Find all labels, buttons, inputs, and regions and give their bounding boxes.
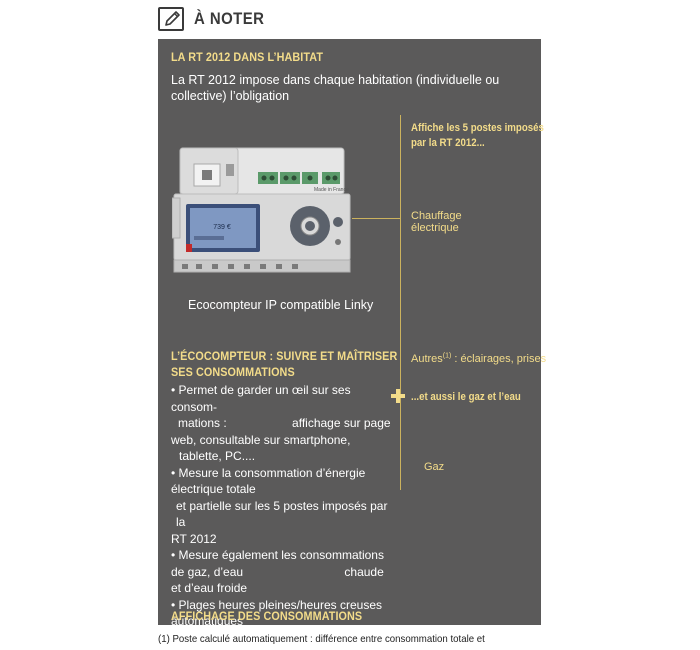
- annotation-autres: Autres(1) : éclairages, prises: [411, 352, 547, 365]
- section-title-ecocompteur-2: SES CONSOMMATIONS: [171, 365, 295, 379]
- list-item: et d’eau froide: [171, 581, 248, 595]
- list-item: et partielle sur les 5 postes imposés pa…: [176, 498, 388, 530]
- list-item-text: chaude: [344, 564, 384, 579]
- made-in-france-label: Made in France: [314, 187, 349, 193]
- list-item: tablette, PC....: [179, 449, 256, 463]
- annotation-postes-2: par la RT 2012...: [411, 137, 485, 149]
- device-caption: Ecocompteur IP compatible Linky: [188, 298, 374, 312]
- annotation-gaz-eau: ...et aussi le gaz et l’eau: [411, 391, 521, 403]
- list-item: ou manuelles: [178, 630, 250, 645]
- list-item: RT 2012: [171, 531, 217, 546]
- list-item: automatiques: [171, 614, 244, 628]
- section-title-ecocompteur: L’ÉCOCOMPTEUR : SUIVRE ET MAÎTRISER: [171, 349, 398, 363]
- annotation-connector: [352, 218, 400, 219]
- section-title-affichage: AFFICHAGE DES CONSOMMATIONS: [171, 609, 363, 623]
- annotation-chauffage: Chauffage: [411, 210, 462, 222]
- plus-icon: [391, 389, 405, 403]
- list-item-text: de gaz, d’eau: [171, 564, 244, 579]
- annotation-line: [400, 115, 401, 490]
- list-item: • Permet de garder un œil sur ses consom…: [171, 383, 351, 414]
- annotation-gaz: Gaz: [424, 461, 445, 473]
- ecocompteur-device-image: Made in France 739 €: [171, 146, 352, 274]
- footnote: (1) Poste calculé automatiquement : diff…: [158, 633, 485, 645]
- section-text-line: La RT 2012 impose dans chaque habitation…: [171, 73, 500, 87]
- list-item: mations : affichage sur page: [171, 415, 396, 432]
- section-title-rt2012: LA RT 2012 DANS L’HABITAT: [171, 50, 324, 64]
- section-text-line: collective) l’obligation: [171, 89, 290, 103]
- feature-list: • Permet de garder un œil sur ses consom…: [171, 382, 396, 646]
- info-panel: [158, 39, 541, 625]
- list-item: de gaz, d’eau chaude: [171, 564, 396, 581]
- annotation-postes: Affiche les 5 postes imposés: [411, 122, 544, 134]
- annotation-chauffage-2: électrique: [411, 222, 459, 234]
- header-title: À NOTER: [194, 9, 265, 28]
- device-screen-value: 739 €: [213, 224, 231, 231]
- list-item: web, consultable sur smartphone,: [171, 432, 351, 447]
- pencil-icon: [158, 7, 184, 31]
- list-item-text: mations :: [178, 416, 227, 430]
- list-item: • Mesure la consommation d’énergie: [171, 465, 366, 480]
- note-header: À NOTER: [158, 6, 274, 32]
- list-item-text: affichage sur page: [292, 416, 391, 430]
- list-item: • Plages heures pleines/heures creuses: [171, 597, 382, 612]
- list-item: électrique totale: [171, 482, 256, 496]
- list-item: • Mesure également les consommations: [171, 548, 384, 562]
